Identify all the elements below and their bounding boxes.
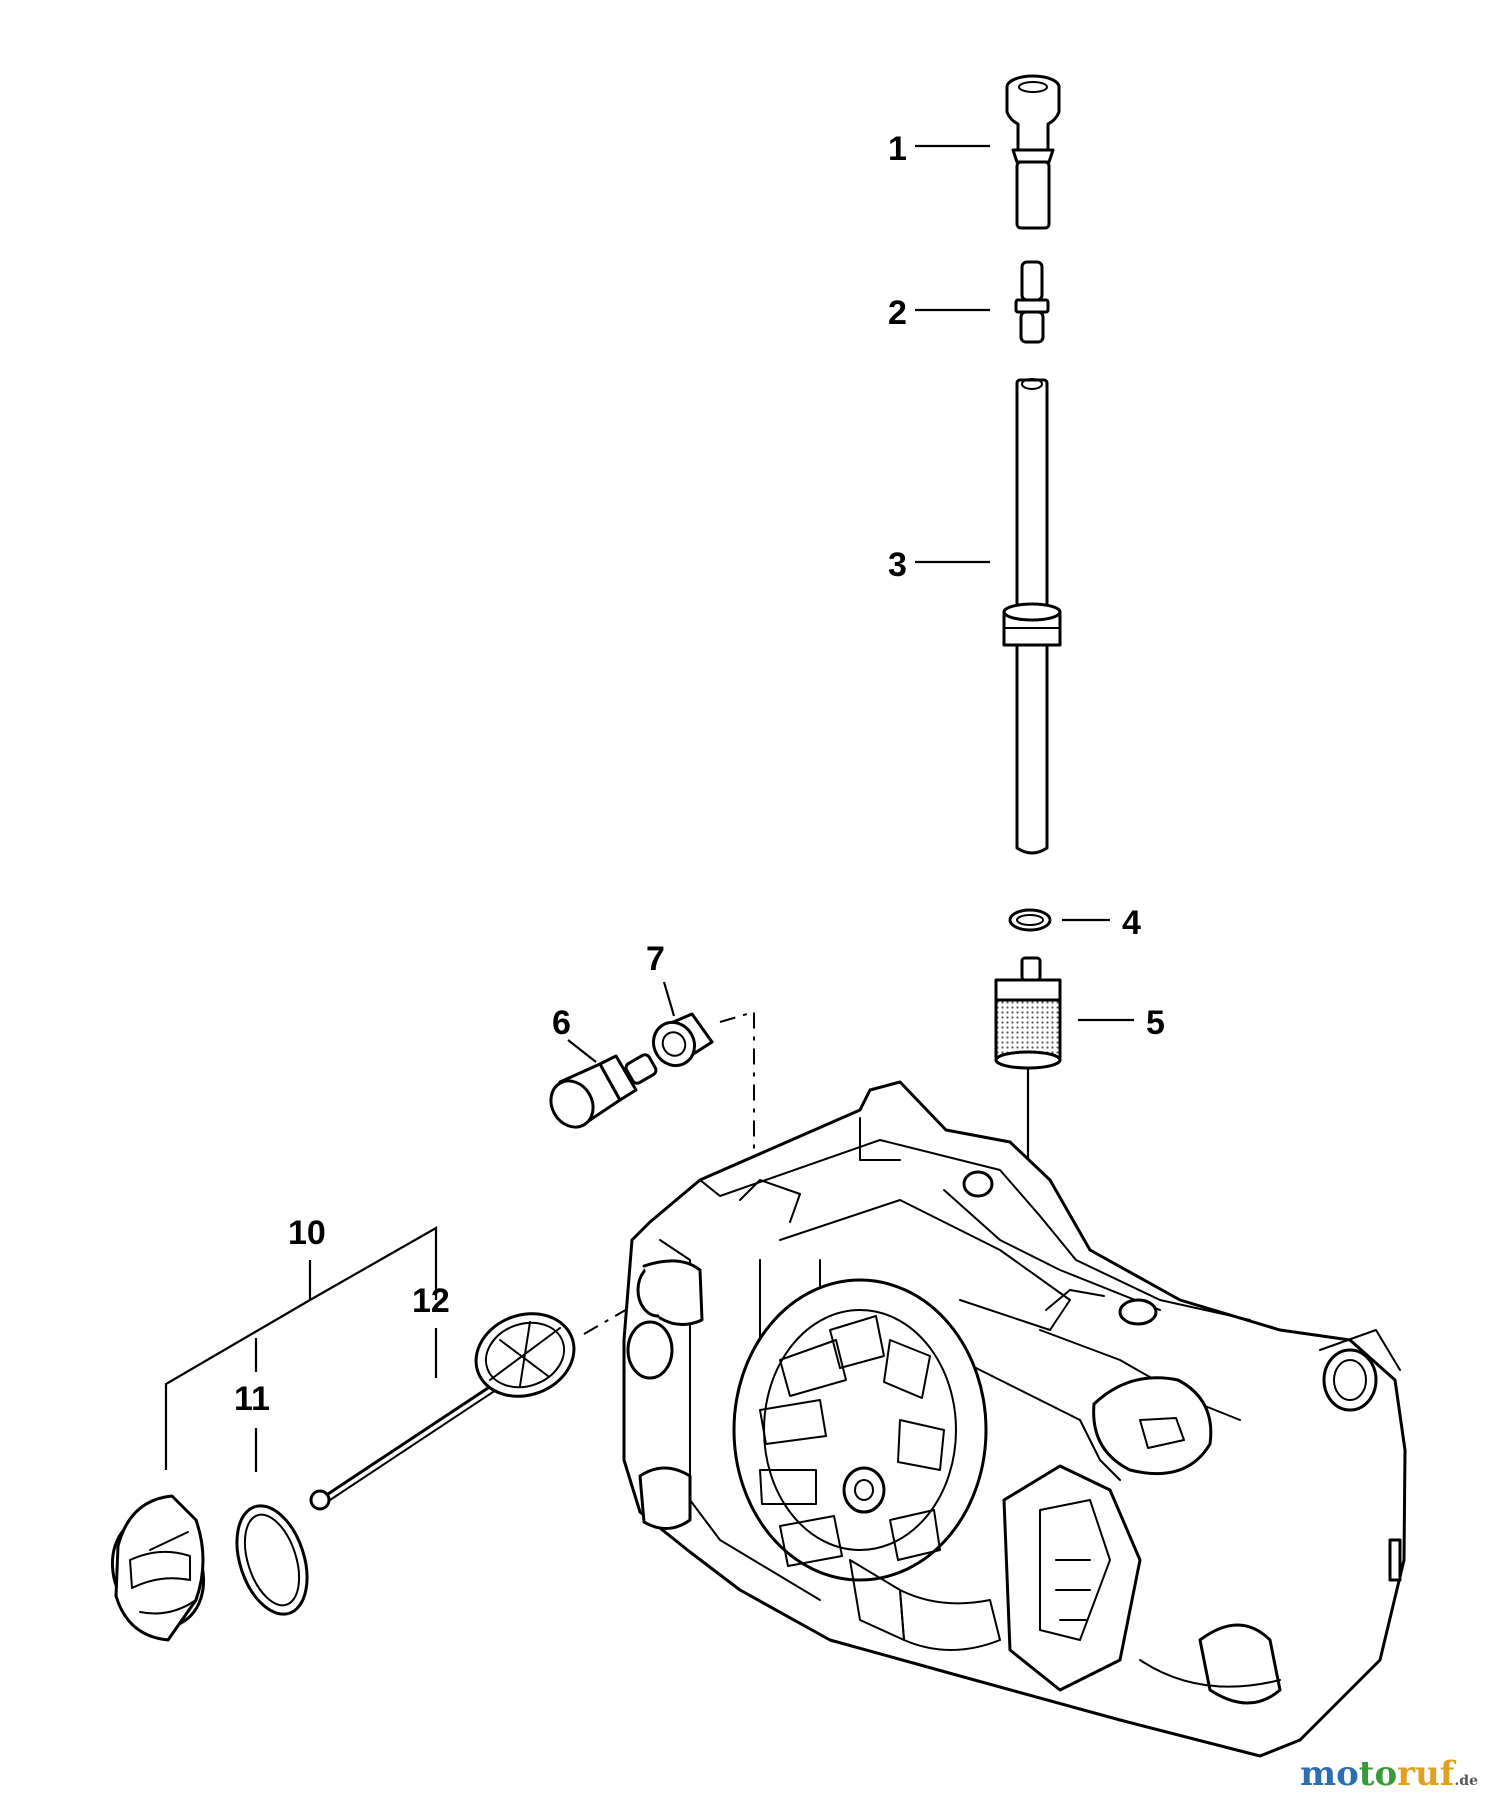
part-12-strainer bbox=[309, 1312, 576, 1511]
callout-7: 7 bbox=[646, 940, 665, 978]
callout-11: 11 bbox=[234, 1380, 270, 1418]
callout-5: 5 bbox=[1146, 1004, 1165, 1042]
part-3-fuel-hose bbox=[1002, 378, 1062, 855]
watermark-part-1: mo bbox=[1300, 1754, 1359, 1794]
part-6-plug bbox=[549, 1053, 658, 1129]
callout-group-10 bbox=[164, 1226, 438, 1472]
callout-3: 3 bbox=[888, 546, 907, 584]
watermark-tld: .de bbox=[1454, 1773, 1478, 1789]
callout-6: 6 bbox=[552, 1004, 571, 1042]
part-7-seal bbox=[651, 1012, 714, 1068]
callout-2: 2 bbox=[888, 294, 907, 332]
callout-4: 4 bbox=[1122, 904, 1141, 942]
part-2-fitting bbox=[1014, 260, 1050, 344]
part-11-o-ring bbox=[235, 1504, 309, 1616]
crankcase-housing bbox=[622, 1080, 1407, 1758]
watermark-logo: motoruf.de bbox=[1300, 1754, 1478, 1794]
part-5-fuel-filter bbox=[994, 956, 1062, 1070]
callout-10: 10 bbox=[288, 1214, 326, 1252]
callout-1: 1 bbox=[888, 130, 907, 168]
part-4-clip bbox=[1008, 908, 1052, 932]
part-10-cap bbox=[110, 1494, 206, 1642]
part-1-grommet bbox=[1005, 74, 1061, 230]
watermark-part-3: ruf bbox=[1397, 1754, 1455, 1794]
callout-12: 12 bbox=[412, 1282, 450, 1320]
leader-6 bbox=[567, 1039, 597, 1063]
watermark-part-2: to bbox=[1358, 1754, 1398, 1794]
leader-7 bbox=[662, 981, 676, 1017]
